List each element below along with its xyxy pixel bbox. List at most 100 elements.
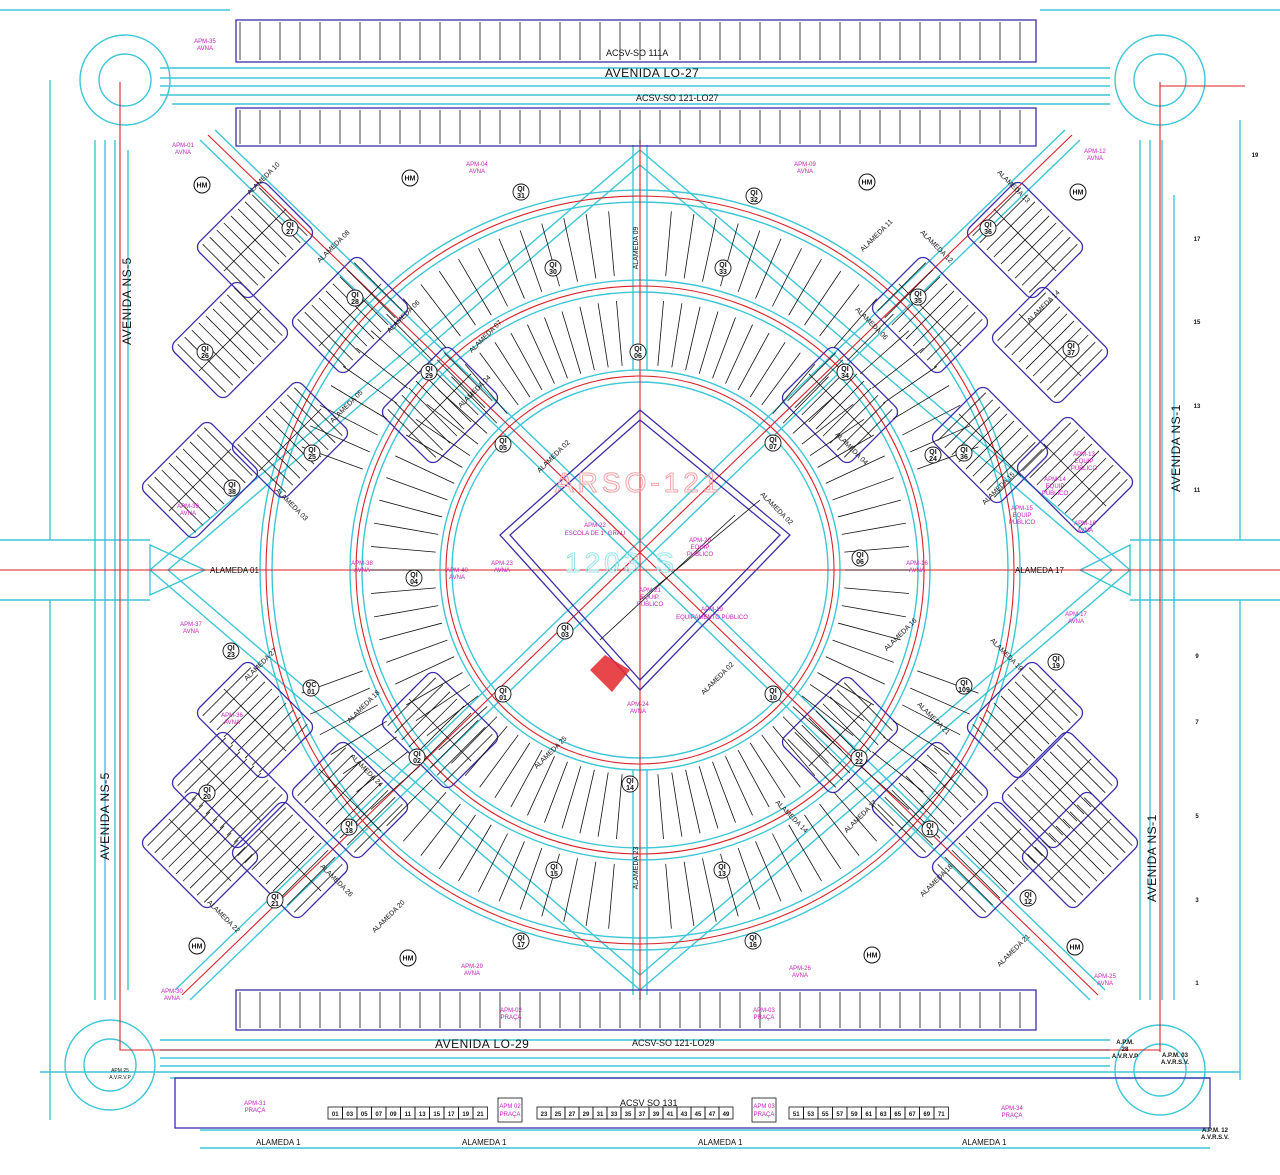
apm-area-label: AVNA [1097, 981, 1113, 987]
ring-lot-line [438, 706, 488, 751]
apm-area-label: APM-02 [500, 1008, 522, 1014]
qi-label: 25 [308, 454, 316, 461]
qi-circle [764, 685, 782, 703]
ring-lot-line [788, 258, 822, 316]
access-road-upper-label: ACSV-SO 121-LO27 [636, 93, 719, 103]
lot-cell [472, 1106, 488, 1120]
ring-lot-line [825, 656, 885, 685]
qi-label: 32 [750, 197, 758, 204]
apm-area-label: APM-15 [1011, 506, 1033, 512]
ring-lot-line [319, 404, 378, 436]
apm-labels: APM-35AVNAAPM-01AVNAAPM-04AVNAAPM-09AVNA… [161, 39, 1116, 1119]
lot-cell [718, 1106, 734, 1120]
block [291, 256, 409, 374]
lot-number: 57 [836, 1112, 843, 1118]
ring-lot-line [374, 605, 439, 618]
qi-circle [512, 183, 530, 201]
ring-lot-line [749, 342, 786, 398]
block-outline [196, 181, 314, 299]
ring-lot-line [527, 324, 555, 384]
qi-circle [545, 861, 563, 879]
apm-area-label: APM-30 [161, 989, 183, 995]
ring-lot-line [402, 298, 447, 348]
qi-circle [281, 219, 299, 237]
ring-lot-line [657, 774, 664, 840]
apm-area-label: PÚBLICO [1042, 490, 1069, 497]
ring-lot-line [309, 425, 370, 453]
ring-lot-line [342, 366, 397, 404]
qi-label: QI [960, 447, 967, 454]
qi-circle [544, 259, 562, 277]
block-outline [291, 256, 409, 374]
qi-circle [222, 642, 240, 660]
corner-se1-label-1: A.P.M. [1116, 1040, 1134, 1046]
qi-label: 06 [856, 559, 864, 566]
equip21-label-1: APM-21 [639, 588, 661, 594]
qi-label: QI [769, 688, 776, 695]
block-outline [231, 801, 349, 919]
hm-label: HM [867, 953, 878, 960]
qi-label: 17 [517, 942, 525, 949]
ring-lot-line [405, 434, 463, 468]
corner-se1-label-3: A.V.R.V.P [1112, 1054, 1138, 1060]
east-lot-number: 15 [1194, 320, 1201, 326]
qi-label: 35 [914, 298, 922, 305]
lot-line [408, 373, 472, 437]
highlighted-lot [590, 655, 630, 692]
lot-number: 17 [448, 1112, 455, 1118]
lot-line [408, 698, 472, 762]
corner-se3-label-1: A.P.M. 12 [1202, 1128, 1229, 1134]
arso-label: ARSO-121 [555, 467, 722, 498]
ring-lot-line [386, 779, 433, 827]
qi-markers: QI27QI28QI31QI30QI32QI33QI35QI36QI26QI29… [196, 183, 1080, 950]
qi-label: 24 [929, 456, 937, 463]
apm-area-label: PÚBLICO [1009, 519, 1036, 526]
ring-lot-line [804, 270, 842, 326]
qi-circle [302, 679, 320, 697]
block-outline [141, 421, 259, 539]
block-outline [931, 386, 1049, 504]
ring-lot-line [872, 347, 924, 389]
qi-circle [494, 435, 512, 453]
alameda-label: ALAMEDA 06 [386, 299, 421, 334]
block [171, 281, 289, 399]
ring-lot-line [788, 824, 822, 882]
ring-lot-line [426, 695, 479, 737]
ring-lot-line [330, 720, 387, 755]
qi-label: 21 [271, 901, 279, 908]
alameda-label: ALAMEDA 27 [243, 647, 278, 682]
qi-label: 23 [227, 652, 235, 659]
block-outline [966, 181, 1084, 299]
lot-number: 31 [597, 1112, 604, 1118]
hm-circle [863, 946, 881, 964]
school-label-2: ESCOLA DE 1° GRAU [565, 531, 625, 537]
apm-area-label: AVNA [164, 996, 180, 1002]
ring-lot-line [685, 769, 701, 834]
alameda-bottom-3: ALAMEDA 1 [698, 1138, 743, 1147]
block-outline [381, 346, 499, 464]
lot-number: 35 [625, 1112, 632, 1118]
access-road-top-label: ACSV-SO 111A [606, 48, 668, 58]
apm-area-label: PRAÇA [501, 1015, 522, 1021]
qi-label: 03 [561, 632, 569, 639]
lot-number: 53 [807, 1112, 814, 1118]
qi-circle [303, 444, 321, 462]
qi-label: QI [984, 222, 991, 229]
ring-lot-line [498, 841, 525, 902]
praca-label: APM 03 [753, 1104, 775, 1110]
ring-lot-line [451, 716, 498, 764]
lot-line [898, 768, 962, 832]
ring-lot-line [761, 352, 801, 406]
alameda-label: ALAMEDA 18 [346, 689, 381, 724]
ring-lot-line [544, 317, 568, 379]
alameda-label: ALAMEDA 23 [633, 846, 640, 889]
apm-area-label: AVNA [630, 709, 646, 715]
lot-number: 51 [793, 1112, 800, 1118]
qi-circle [979, 219, 997, 237]
qi-label: QI [926, 823, 933, 830]
qi-circle [1062, 340, 1080, 358]
qi-circle [744, 932, 762, 950]
block [1001, 731, 1119, 849]
qi-circle [494, 685, 512, 703]
